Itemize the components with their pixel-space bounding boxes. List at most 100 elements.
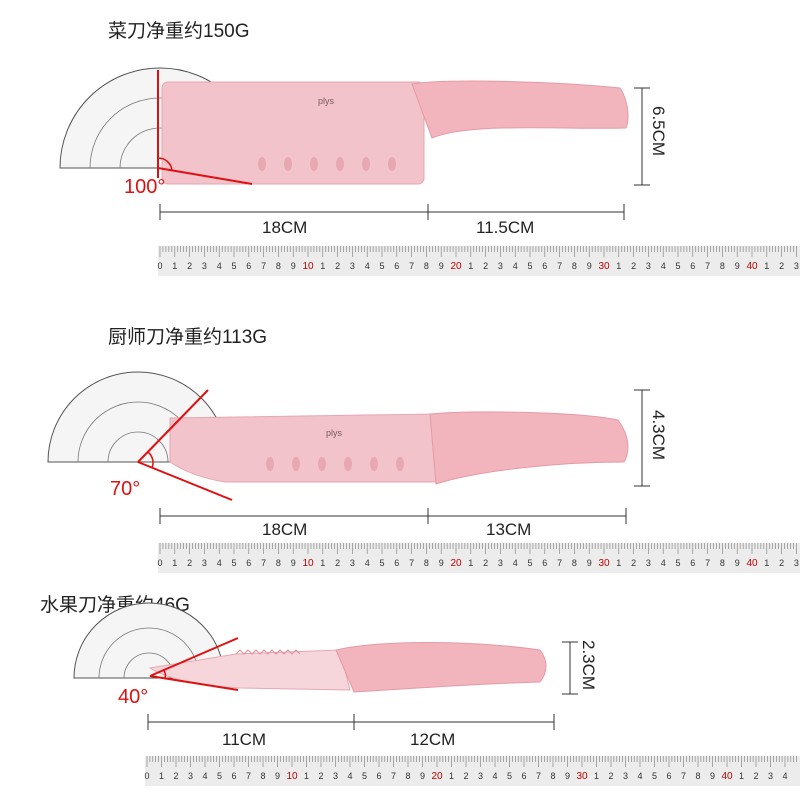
ruler-number: 9 xyxy=(587,261,592,271)
ruler-number: 5 xyxy=(527,261,532,271)
ruler-number: 6 xyxy=(690,261,695,271)
ruler-number: 5 xyxy=(675,261,680,271)
ruler-number: 1 xyxy=(764,261,769,271)
ruler-number: 40 xyxy=(721,771,733,782)
ruler-number: 4 xyxy=(202,771,207,781)
ruler-number: 10 xyxy=(302,558,314,569)
ruler-number: 3 xyxy=(478,771,483,781)
ruler-number: 20 xyxy=(450,558,462,569)
ruler-number: 8 xyxy=(695,771,700,781)
chef-knife-angle: 70° xyxy=(110,478,141,500)
ruler-number: 5 xyxy=(652,771,657,781)
ruler-number: 4 xyxy=(782,771,787,781)
ruler-number: 3 xyxy=(646,261,651,271)
cleaver-title: 菜刀净重约150G xyxy=(108,21,250,42)
ruler-number: 6 xyxy=(542,261,547,271)
ruler-number: 9 xyxy=(275,771,280,781)
ruler-number: 9 xyxy=(439,558,444,568)
ruler-number: 8 xyxy=(405,771,410,781)
ruler-number: 6 xyxy=(246,261,251,271)
ruler-number: 7 xyxy=(261,558,266,568)
ruler-number: 1 xyxy=(764,558,769,568)
ruler-number: 2 xyxy=(187,558,192,568)
ruler-number: 2 xyxy=(483,558,488,568)
ruler-number: 4 xyxy=(217,261,222,271)
ruler-number: 8 xyxy=(572,558,577,568)
ruler-number: 6 xyxy=(246,558,251,568)
ruler-number: 3 xyxy=(202,558,207,568)
ruler-number: 7 xyxy=(409,558,414,568)
ruler-number: 8 xyxy=(720,558,725,568)
ruler-number: 5 xyxy=(231,558,236,568)
ruler-number: 4 xyxy=(513,261,518,271)
ruler-number: 4 xyxy=(492,771,497,781)
fruit-knife-angle: 40° xyxy=(118,686,149,708)
ruler-number: 9 xyxy=(710,771,715,781)
fruit-knife-blade-length: 11CM xyxy=(222,730,267,749)
chef-knife-title: 厨师刀净重约113G xyxy=(108,327,268,348)
ruler-number: 9 xyxy=(587,558,592,568)
chef-knife-handle-length: 13CM xyxy=(486,520,532,539)
ruler-number: 4 xyxy=(217,558,222,568)
ruler-number: 1 xyxy=(320,261,325,271)
ruler-number: 5 xyxy=(379,558,384,568)
ruler-number: 4 xyxy=(661,558,666,568)
ruler-number: 0 xyxy=(144,771,149,781)
ruler-number: 6 xyxy=(666,771,671,781)
chef-knife-brand-mark: plys xyxy=(326,428,343,438)
fruit-knife-handle xyxy=(335,642,547,693)
fruit-knife-handle-length: 12CM xyxy=(410,730,456,749)
ruler-number: 3 xyxy=(498,558,503,568)
chef-knife-blade-length: 18CM xyxy=(262,520,308,539)
ruler-number: 1 xyxy=(172,558,177,568)
ruler-number: 4 xyxy=(513,558,518,568)
ruler-number: 40 xyxy=(746,261,758,272)
ruler-number: 3 xyxy=(350,261,355,271)
ruler-number: 7 xyxy=(705,558,710,568)
ruler-number: 1 xyxy=(468,261,473,271)
ruler-number: 3 xyxy=(202,261,207,271)
ruler-number: 9 xyxy=(735,558,740,568)
chef-knife-blade-dimples xyxy=(266,457,404,471)
ruler-number: 10 xyxy=(302,261,314,272)
ruler-number: 9 xyxy=(420,771,425,781)
ruler-number: 7 xyxy=(409,261,414,271)
ruler-number: 2 xyxy=(753,771,758,781)
ruler-number: 8 xyxy=(260,771,265,781)
ruler-number: 9 xyxy=(439,261,444,271)
ruler-number: 7 xyxy=(681,771,686,781)
cleaver-angle: 100° xyxy=(124,176,166,198)
ruler-number: 7 xyxy=(246,771,251,781)
ruler-number: 20 xyxy=(450,261,462,272)
ruler-number: 8 xyxy=(276,261,281,271)
ruler-number: 7 xyxy=(261,261,266,271)
ruler-number: 4 xyxy=(637,771,642,781)
ruler-number: 7 xyxy=(557,261,562,271)
chef-knife-blade xyxy=(169,413,437,483)
ruler-number: 3 xyxy=(794,558,799,568)
ruler-number: 5 xyxy=(217,771,222,781)
ruler-number: 2 xyxy=(335,558,340,568)
ruler-number: 30 xyxy=(598,558,610,569)
ruler-number: 5 xyxy=(527,558,532,568)
ruler-number: 7 xyxy=(557,558,562,568)
chef-knife-handle xyxy=(429,411,629,485)
ruler-number: 3 xyxy=(646,558,651,568)
ruler-number: 7 xyxy=(536,771,541,781)
ruler-number: 5 xyxy=(231,261,236,271)
ruler-number: 10 xyxy=(286,771,298,782)
ruler-number: 8 xyxy=(424,558,429,568)
fruit-knife-serration xyxy=(235,649,301,655)
ruler-number: 0 xyxy=(157,261,162,271)
ruler-number: 4 xyxy=(365,261,370,271)
ruler-number: 1 xyxy=(616,558,621,568)
ruler-number: 8 xyxy=(276,558,281,568)
ruler-number: 8 xyxy=(424,261,429,271)
ruler-number: 0 xyxy=(157,558,162,568)
